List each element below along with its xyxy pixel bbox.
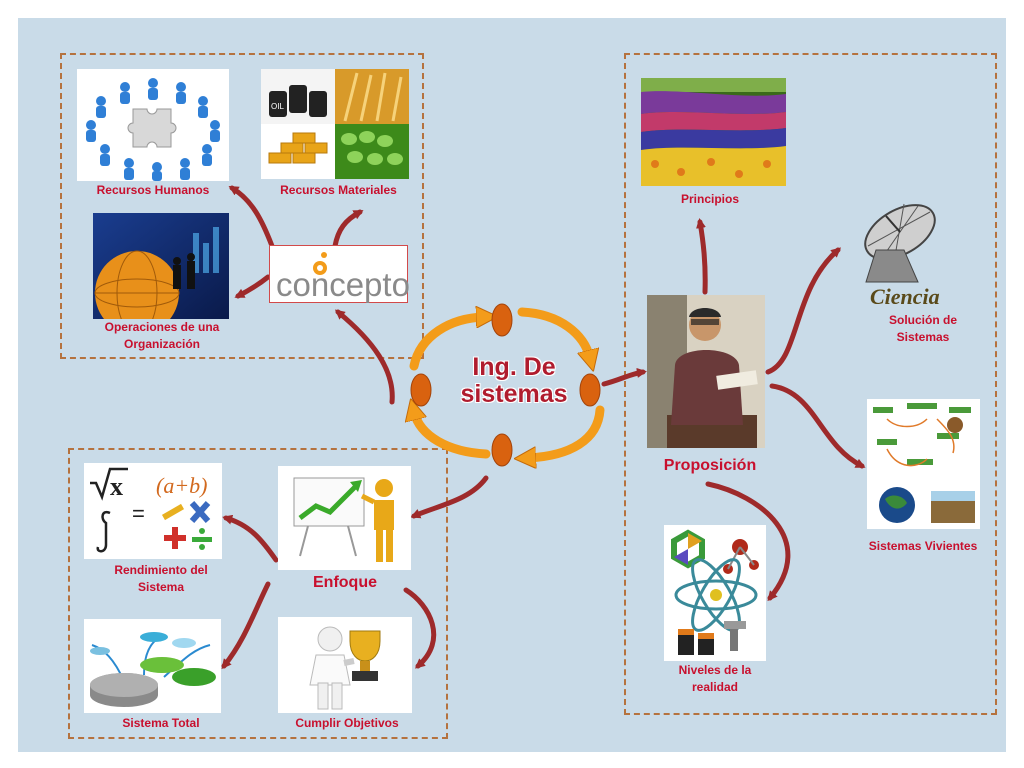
arrow-to-proposicion <box>601 367 647 387</box>
arrow-to-recursos-humanos <box>228 185 275 249</box>
label-rendimiento: Rendimiento del Sistema <box>98 562 224 596</box>
concepto-logo: concepto <box>269 245 410 303</box>
frame-proposicion <box>624 53 997 715</box>
concepto-text: concepto <box>276 266 410 303</box>
arrow-to-ciencia <box>765 247 842 375</box>
living-systems-diagram-icon <box>867 399 980 529</box>
cycle-nodes <box>410 303 601 467</box>
math-equals-text: = <box>132 501 145 526</box>
recursos-materiales-image: OIL <box>261 69 409 179</box>
label-solucion: Solución de Sistemas <box>862 312 984 346</box>
trophy-person-icon <box>278 617 412 713</box>
sistema-total-image <box>84 619 221 713</box>
label-proposicion: Proposición <box>663 457 757 474</box>
materials-collage-icon: OIL <box>261 69 409 179</box>
central-title: Ing. De sistemas <box>460 354 568 408</box>
label-recursos-humanos: Recursos Humanos <box>96 183 210 197</box>
label-principios: Principios <box>680 192 739 206</box>
arrow-to-rendimiento <box>222 514 279 563</box>
atom-molecule-icon <box>664 525 766 661</box>
label-rendimiento-line2: Sistema <box>137 580 185 594</box>
sistemas-vivientes-image <box>867 399 980 529</box>
central-title-line1: Ing. De <box>472 353 556 381</box>
presentation-chart-icon <box>278 466 411 570</box>
central-title-line2: sistemas <box>460 380 568 408</box>
label-solucion-line2: Sistemas <box>896 330 950 344</box>
cycle-arrows <box>414 312 605 458</box>
enfoque-image <box>278 466 411 570</box>
people-circle-icon <box>77 69 229 181</box>
label-niveles: Niveles de la realidad <box>656 662 774 696</box>
concepto-dot-icon <box>313 252 327 275</box>
connected-discs-icon <box>84 619 221 713</box>
math-symbols-icon: x (a+b) = <box>84 463 222 559</box>
label-niveles-line2: realidad <box>691 680 739 694</box>
label-solucion-line1: Solución de <box>888 313 957 327</box>
label-enfoque: Enfoque <box>313 574 377 591</box>
principios-image <box>641 78 786 186</box>
math-x-text: x <box>110 472 123 501</box>
oil-text: OIL <box>271 102 284 111</box>
business-globe-icon <box>93 213 229 319</box>
arrow-to-enfoque <box>410 475 489 519</box>
label-operaciones-line2: Organización <box>123 337 200 351</box>
arrow-to-sistema-total <box>221 581 271 670</box>
arrow-to-vivientes <box>769 383 866 469</box>
ciencia-image <box>838 190 943 286</box>
frame-concepto <box>60 53 424 359</box>
arrow-to-recursos-materiales <box>332 209 364 249</box>
arrow-to-niveles <box>705 481 791 602</box>
label-sistemas-vivientes: Sistemas Vivientes <box>868 539 978 553</box>
ciencia-text: Ciencia <box>870 284 940 309</box>
math-aplusb-text: (a+b) <box>156 473 208 498</box>
operaciones-image <box>93 213 229 319</box>
frame-enfoque <box>68 448 448 739</box>
arrow-to-concepto <box>334 309 395 405</box>
label-sistema-total: Sistema Total <box>122 716 200 730</box>
cumplir-objetivos-image <box>278 617 412 713</box>
arrow-to-principios <box>696 218 708 295</box>
label-operaciones: Operaciones de una Organización <box>84 319 240 353</box>
label-niveles-line1: Niveles de la <box>678 663 752 677</box>
rendimiento-image: x (a+b) = <box>84 463 222 559</box>
satellite-dish-icon <box>864 203 936 283</box>
person-portrait-icon <box>647 295 765 448</box>
niveles-image <box>664 525 766 661</box>
label-operaciones-line1: Operaciones de una <box>104 320 220 334</box>
label-cumplir-objetivos: Cumplir Objetivos <box>295 716 399 730</box>
recursos-humanos-image <box>77 69 229 181</box>
label-recursos-materiales: Recursos Materiales <box>280 183 397 197</box>
arrow-to-operaciones <box>234 274 271 299</box>
tulip-field-icon <box>641 78 786 186</box>
label-rendimiento-line1: Rendimiento del <box>114 563 208 577</box>
arrow-to-cumplir <box>403 587 437 669</box>
proposicion-portrait-image <box>647 295 765 448</box>
